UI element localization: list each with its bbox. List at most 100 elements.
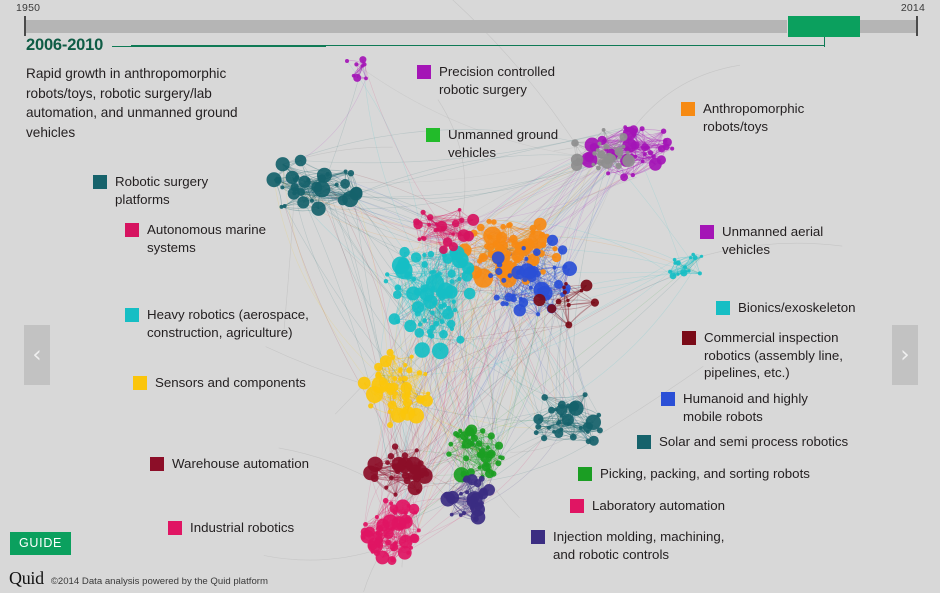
graph-node[interactable] [555, 298, 562, 305]
graph-node[interactable] [639, 126, 645, 132]
graph-node[interactable] [481, 462, 491, 472]
graph-node[interactable] [397, 545, 412, 560]
graph-node[interactable] [439, 329, 448, 339]
graph-node[interactable] [409, 545, 413, 550]
graph-node[interactable] [640, 159, 645, 164]
graph-node[interactable] [495, 267, 503, 276]
graph-node[interactable] [487, 234, 493, 240]
graph-node[interactable] [547, 304, 557, 314]
graph-node[interactable] [580, 279, 593, 292]
graph-node[interactable] [410, 533, 420, 544]
graph-node[interactable] [413, 510, 418, 515]
graph-node[interactable] [459, 431, 469, 441]
graph-node[interactable] [416, 488, 421, 494]
graph-node[interactable] [429, 333, 435, 339]
graph-node[interactable] [357, 376, 371, 390]
graph-node[interactable] [548, 406, 555, 414]
timeline-segment-active[interactable] [788, 16, 860, 37]
graph-node[interactable] [375, 550, 390, 565]
graph-node[interactable] [431, 269, 437, 274]
graph-node[interactable] [342, 190, 359, 208]
legend-item-unmanned-aerial-vehicles[interactable]: Unmanned aerial vehicles [700, 223, 823, 258]
graph-node[interactable] [406, 286, 421, 301]
graph-node[interactable] [442, 237, 453, 247]
graph-node[interactable] [449, 512, 454, 517]
graph-node[interactable] [507, 273, 513, 278]
graph-node[interactable] [485, 469, 495, 479]
graph-node[interactable] [565, 403, 571, 409]
graph-node[interactable] [398, 376, 403, 382]
graph-node[interactable] [432, 342, 449, 360]
graph-node[interactable] [392, 394, 397, 400]
legend-item-unmanned-ground-vehicles[interactable]: Unmanned ground vehicles [426, 126, 558, 161]
graph-node[interactable] [311, 181, 322, 193]
graph-node[interactable] [387, 400, 397, 410]
graph-node[interactable] [643, 152, 647, 157]
graph-node[interactable] [486, 218, 492, 224]
graph-node[interactable] [423, 372, 428, 376]
graph-node[interactable] [554, 407, 558, 412]
graph-node[interactable] [427, 250, 435, 258]
graph-node[interactable] [285, 170, 299, 185]
graph-node[interactable] [566, 302, 571, 308]
graph-node[interactable] [274, 176, 282, 184]
timeline-segment[interactable] [581, 20, 698, 33]
graph-node[interactable] [478, 253, 488, 262]
next-period-button[interactable]: › [892, 325, 918, 385]
graph-node[interactable] [387, 422, 394, 428]
graph-node[interactable] [534, 270, 541, 278]
timeline[interactable]: 1950 2014 [0, 0, 940, 47]
graph-node[interactable] [416, 370, 423, 376]
graph-node[interactable] [294, 154, 307, 167]
graph-node[interactable] [673, 261, 677, 265]
graph-node[interactable] [675, 260, 681, 266]
graph-node[interactable] [588, 435, 599, 446]
graph-node[interactable] [625, 150, 630, 155]
graph-node[interactable] [601, 127, 606, 132]
graph-node[interactable] [561, 413, 574, 426]
graph-node[interactable] [334, 182, 339, 187]
graph-node[interactable] [420, 394, 433, 407]
graph-node[interactable] [592, 151, 597, 156]
graph-node[interactable] [404, 319, 417, 333]
graph-node[interactable] [386, 348, 394, 357]
graph-node[interactable] [462, 478, 467, 482]
graph-node[interactable] [590, 298, 600, 307]
graph-node[interactable] [540, 269, 546, 275]
graph-node[interactable] [391, 443, 399, 450]
graph-node[interactable] [427, 222, 432, 227]
graph-node[interactable] [414, 310, 421, 317]
graph-node[interactable] [426, 328, 433, 335]
timeline-segment[interactable] [26, 20, 321, 33]
graph-node[interactable] [506, 222, 512, 228]
graph-node[interactable] [347, 170, 355, 177]
legend-item-sensors-and-components[interactable]: Sensors and components [133, 374, 306, 392]
graph-node[interactable] [487, 432, 495, 440]
graph-node[interactable] [451, 251, 469, 269]
graph-node[interactable] [597, 150, 606, 159]
graph-node[interactable] [404, 271, 413, 280]
graph-node[interactable] [368, 403, 374, 409]
graph-node[interactable] [473, 268, 494, 288]
graph-node[interactable] [672, 257, 677, 262]
graph-node[interactable] [504, 301, 509, 307]
graph-node[interactable] [687, 269, 691, 273]
graph-node[interactable] [309, 198, 314, 203]
graph-node[interactable] [385, 272, 390, 277]
graph-node[interactable] [279, 204, 284, 209]
legend-item-laboratory-automation[interactable]: Laboratory automation [570, 497, 725, 515]
legend-item-commercial-inspection-robotics[interactable]: Commercial inspection robotics (assembly… [682, 329, 843, 382]
graph-node[interactable] [367, 456, 383, 472]
graph-node[interactable] [528, 285, 533, 290]
graph-node[interactable] [630, 141, 640, 150]
graph-node[interactable] [692, 255, 698, 261]
graph-node[interactable] [463, 287, 476, 300]
graph-node[interactable] [554, 279, 564, 289]
graph-node[interactable] [442, 308, 454, 320]
graph-node[interactable] [282, 204, 287, 208]
graph-node[interactable] [467, 213, 480, 226]
graph-node[interactable] [501, 277, 507, 283]
graph-node[interactable] [557, 400, 566, 409]
graph-node[interactable] [475, 440, 483, 447]
graph-node[interactable] [311, 201, 326, 216]
